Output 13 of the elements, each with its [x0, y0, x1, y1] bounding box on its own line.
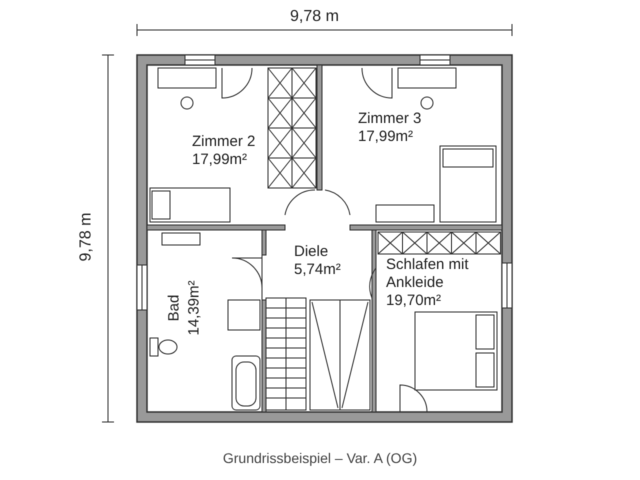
room-name: Zimmer 2 — [192, 133, 256, 151]
room-area: 19,70m² — [386, 292, 442, 310]
dimension-label: 9,78 m — [290, 8, 339, 26]
room-area: 17,99m² — [192, 151, 248, 169]
room-name: Bad — [164, 294, 183, 322]
room-area: 17,99m² — [358, 128, 414, 146]
caption: Grundrissbeispiel – Var. A (OG) — [222, 450, 418, 466]
room-area: 5,74m² — [294, 261, 341, 279]
room-name: Zimmer 3 — [358, 110, 422, 128]
dimension-label: 9,78 m — [77, 212, 96, 262]
room-area: 14,39m² — [185, 280, 204, 336]
room-name: Diele — [294, 243, 328, 261]
room-name: Schlafen mit Ankleide — [386, 256, 470, 292]
